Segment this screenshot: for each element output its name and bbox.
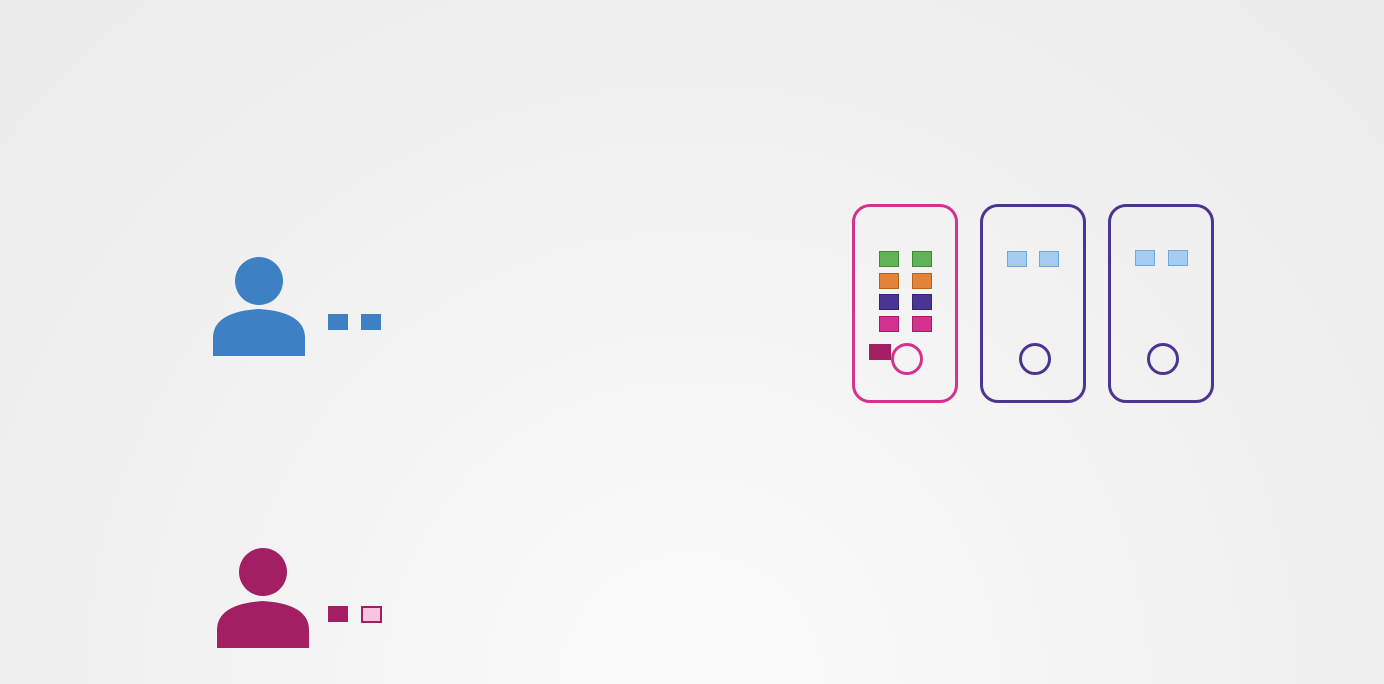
- node-ring: [1019, 343, 1051, 375]
- user-magenta-person-icon: [217, 548, 309, 648]
- pod-tile-purple: [879, 294, 899, 310]
- pod-tile-green: [912, 251, 932, 267]
- person-body: [213, 309, 305, 356]
- user-blue-token-2: [361, 314, 381, 330]
- person-head: [235, 257, 283, 305]
- pod-tile-orange: [879, 273, 899, 289]
- user-magenta-token-1: [328, 606, 348, 622]
- pod-tile-pink: [879, 316, 899, 332]
- person-body: [217, 601, 309, 648]
- node-1: [852, 204, 958, 403]
- pod-tile-light-blue: [1039, 251, 1059, 267]
- pod-tile-light-blue: [1007, 251, 1027, 267]
- node-ring: [891, 343, 923, 375]
- node-ring: [1147, 343, 1179, 375]
- pod-tile-purple: [912, 294, 932, 310]
- person-head: [239, 548, 287, 596]
- user-blue-token-1: [328, 314, 348, 330]
- user-magenta-token-2: [361, 606, 382, 623]
- pod-tile-green: [879, 251, 899, 267]
- node-2: [980, 204, 1086, 403]
- pod-tile-orange: [912, 273, 932, 289]
- node-3: [1108, 204, 1214, 403]
- pod-tile-pink: [912, 316, 932, 332]
- user-blue-person-icon: [213, 257, 305, 356]
- pod-tile-light-blue: [1168, 250, 1188, 266]
- pod-tile-light-blue: [1135, 250, 1155, 266]
- node-badge: [869, 344, 891, 360]
